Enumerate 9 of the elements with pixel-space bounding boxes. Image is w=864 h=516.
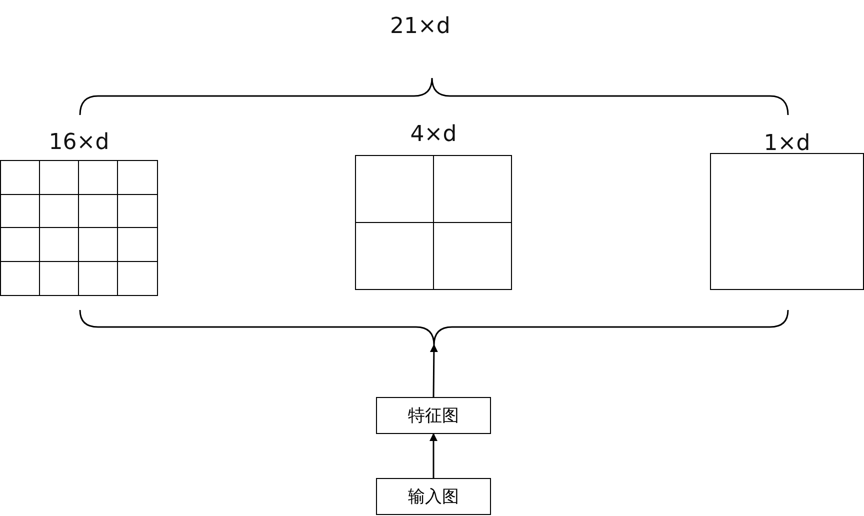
size-label: 16×d [48,130,110,156]
process-box: 输入图 [376,478,491,515]
total-size-label: 21×d [390,14,450,39]
size-label: 4×d [410,122,457,148]
arrow [430,433,438,478]
arrow [430,344,438,397]
brace [79,309,789,345]
process-box: 特征图 [376,397,491,434]
size-label: 1×d [764,131,810,157]
